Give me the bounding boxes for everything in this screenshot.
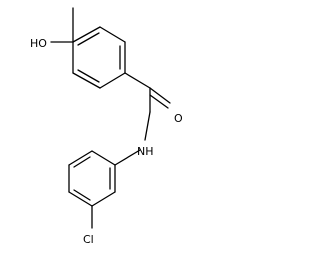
bond-ring2-double-inner-3 [73, 156, 91, 168]
bond-ring2-c3-c4 [68, 191, 93, 207]
carbonyl-double-bond-2 [149, 94, 169, 109]
upper-benzene-ring [72, 26, 126, 89]
nitrogen-to-ring-bond [114, 149, 141, 166]
hydroxyl-label: HO [30, 37, 47, 50]
bond-ring2-double-inner-2 [73, 189, 91, 201]
carbonyl-nitrogen-link [144, 111, 151, 141]
chemical-structure: HO O NH Cl [30, 7, 183, 246]
bond-ring1-c6-c1 [72, 26, 101, 43]
bond-ring1-c4-c5 [72, 72, 101, 89]
bond-ring1-c1-c2 [99, 26, 126, 43]
bond-ring2-c6-c1 [91, 150, 116, 166]
bond-ring1-c3-c4 [99, 72, 126, 89]
amide-group [114, 72, 171, 166]
amide-nitrogen-label: NH [137, 145, 154, 158]
chlorine-label: Cl [83, 233, 94, 246]
bond-ring1-double-inner-3 [77, 32, 100, 46]
bond-ring2-c2-c3 [91, 191, 116, 207]
carbonyl-oxygen-label: O [174, 112, 183, 125]
ring-to-carbonyl-bond [124, 72, 151, 89]
carbonyl-double-bond-1 [149, 87, 171, 104]
bond-ring1-double-inner-2 [77, 69, 100, 83]
lower-benzene-ring [68, 150, 116, 207]
bond-ring2-c5-c6 [68, 150, 93, 166]
